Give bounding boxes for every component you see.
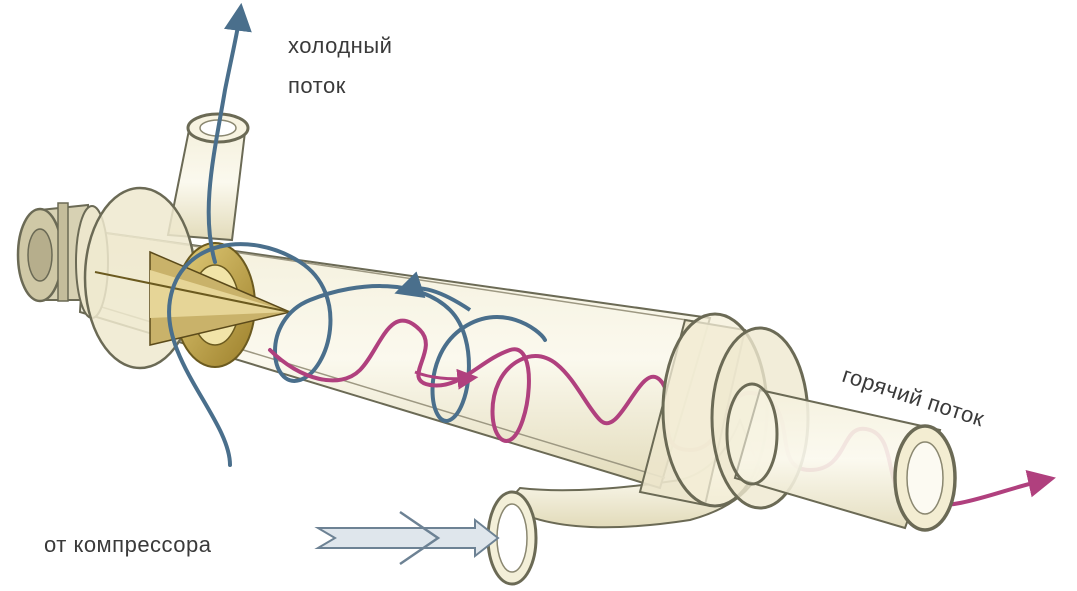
cold-flow-label-line2: поток <box>288 66 392 106</box>
compressor-label: от компрессора <box>44 532 212 558</box>
inlet-arrow <box>318 512 498 564</box>
cold-flow-label-line1: холодный <box>288 26 392 66</box>
cold-flow-label: холодный поток <box>288 26 392 106</box>
